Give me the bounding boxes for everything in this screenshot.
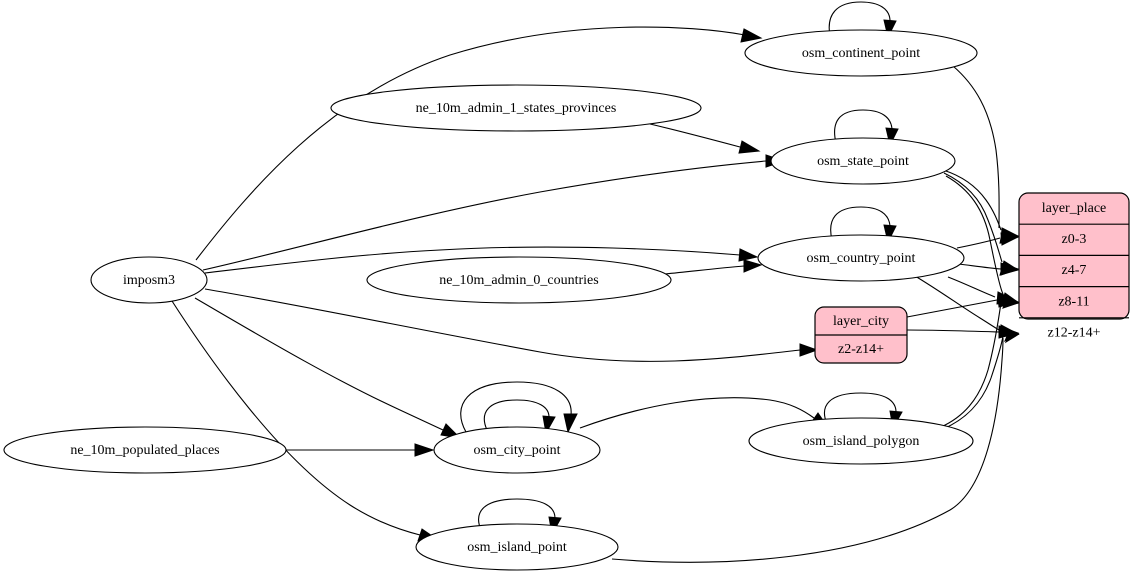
node-osm_continent_point[interactable]: osm_continent_point [744, 29, 978, 77]
record-row-layer_place-z0-3[interactable]: z0-3 [1062, 232, 1087, 247]
node-ne_10m_admin_0_countries[interactable]: ne_10m_admin_0_countries [366, 256, 672, 304]
record-row-layer_place-z12-z14[interactable]: z12-z14+ [1048, 326, 1101, 341]
edge-imposm3-to-osm_country_point [204, 246, 759, 274]
record-node-layer: layer_place z0-3 z4-7 z8-11 z12-z14+ lay… [814, 192, 1130, 364]
edge-ne_populated-to-osm_city_point [286, 443, 435, 457]
edge-layer [171, 1, 1021, 563]
edge-imposm3-to-layer_city [204, 288, 819, 362]
record-row-layer_place-z8-11[interactable]: z8-11 [1058, 295, 1089, 310]
node-osm_island_polygon[interactable]: osm_island_polygon [748, 417, 974, 465]
edge-osm_island_point-to-layer_place_z12 [611, 333, 1020, 563]
edge-osm_island_polygon-to-layer_place_z8_11 [940, 302, 1019, 428]
edge-ne_admin0-to-osm_country_point [664, 259, 763, 275]
node-label-osm_city_point: osm_city_point [473, 443, 560, 458]
node-label-ne_10m_admin_0_countries: ne_10m_admin_0_countries [439, 273, 598, 288]
record-row-layer_place-title: layer_place [1042, 201, 1107, 216]
edge-osm_city_point-self-outer [460, 381, 578, 434]
node-label-imposm3: imposm3 [123, 273, 175, 288]
record-node-layer_place[interactable]: layer_place z0-3 z4-7 z8-11 z12-z14+ [1018, 192, 1130, 341]
node-label-ne_10m_admin_1_states_provinces: ne_10m_admin_1_states_provinces [416, 101, 617, 116]
edge-layer_city-to-layer_place_z12 [906, 325, 1020, 339]
node-label-ne_10m_populated_places: ne_10m_populated_places [70, 443, 219, 458]
node-label-osm_island_polygon: osm_island_polygon [803, 434, 920, 449]
record-row-layer_city-z2-z14[interactable]: z2-z14+ [838, 342, 884, 357]
record-row-layer_city-title: layer_city [833, 314, 889, 329]
edge-imposm3-to-osm_island_point [171, 300, 440, 542]
edge-imposm3-to-osm_state_point [202, 154, 786, 271]
node-osm_state_point[interactable]: osm_state_point [770, 137, 956, 185]
edge-osm_country_point-to-layer_place_z4_7 [958, 262, 1020, 276]
node-osm_city_point[interactable]: osm_city_point [433, 426, 601, 474]
node-ne_10m_admin_1_states_provinces[interactable]: ne_10m_admin_1_states_provinces [330, 84, 702, 132]
node-imposm3[interactable]: imposm3 [90, 256, 208, 304]
edge-imposm3-to-osm_city_point [194, 297, 462, 439]
edge-osm_continent_point-to-layer_place_z0_3 [952, 65, 1020, 244]
node-label-osm_continent_point: osm_continent_point [802, 46, 920, 61]
node-label-osm_country_point: osm_country_point [807, 251, 916, 266]
node-layer: imposm3 ne_10m_admin_1_states_provinces … [3, 29, 978, 571]
edge-imposm3-to-osm_continent_point [195, 26, 763, 261]
node-ne_10m_populated_places[interactable]: ne_10m_populated_places [3, 426, 287, 474]
node-osm_island_point[interactable]: osm_island_point [415, 523, 619, 571]
edge-osm_country_point-to-layer_place_z0_3 [956, 232, 1020, 249]
node-label-osm_state_point: osm_state_point [817, 154, 909, 169]
record-row-layer_place-z4-7[interactable]: z4-7 [1062, 263, 1087, 278]
edge-ne_admin1-to-osm_state_point [649, 123, 761, 154]
edge-osm_island_polygon-to-layer_place_z12 [942, 333, 1020, 430]
record-node-layer_city[interactable]: layer_city z2-z14+ [814, 306, 908, 364]
edge-layer_city-to-layer_place_z8_11 [906, 294, 1020, 318]
node-osm_country_point[interactable]: osm_country_point [757, 234, 965, 282]
node-label-osm_island_point: osm_island_point [467, 540, 567, 555]
